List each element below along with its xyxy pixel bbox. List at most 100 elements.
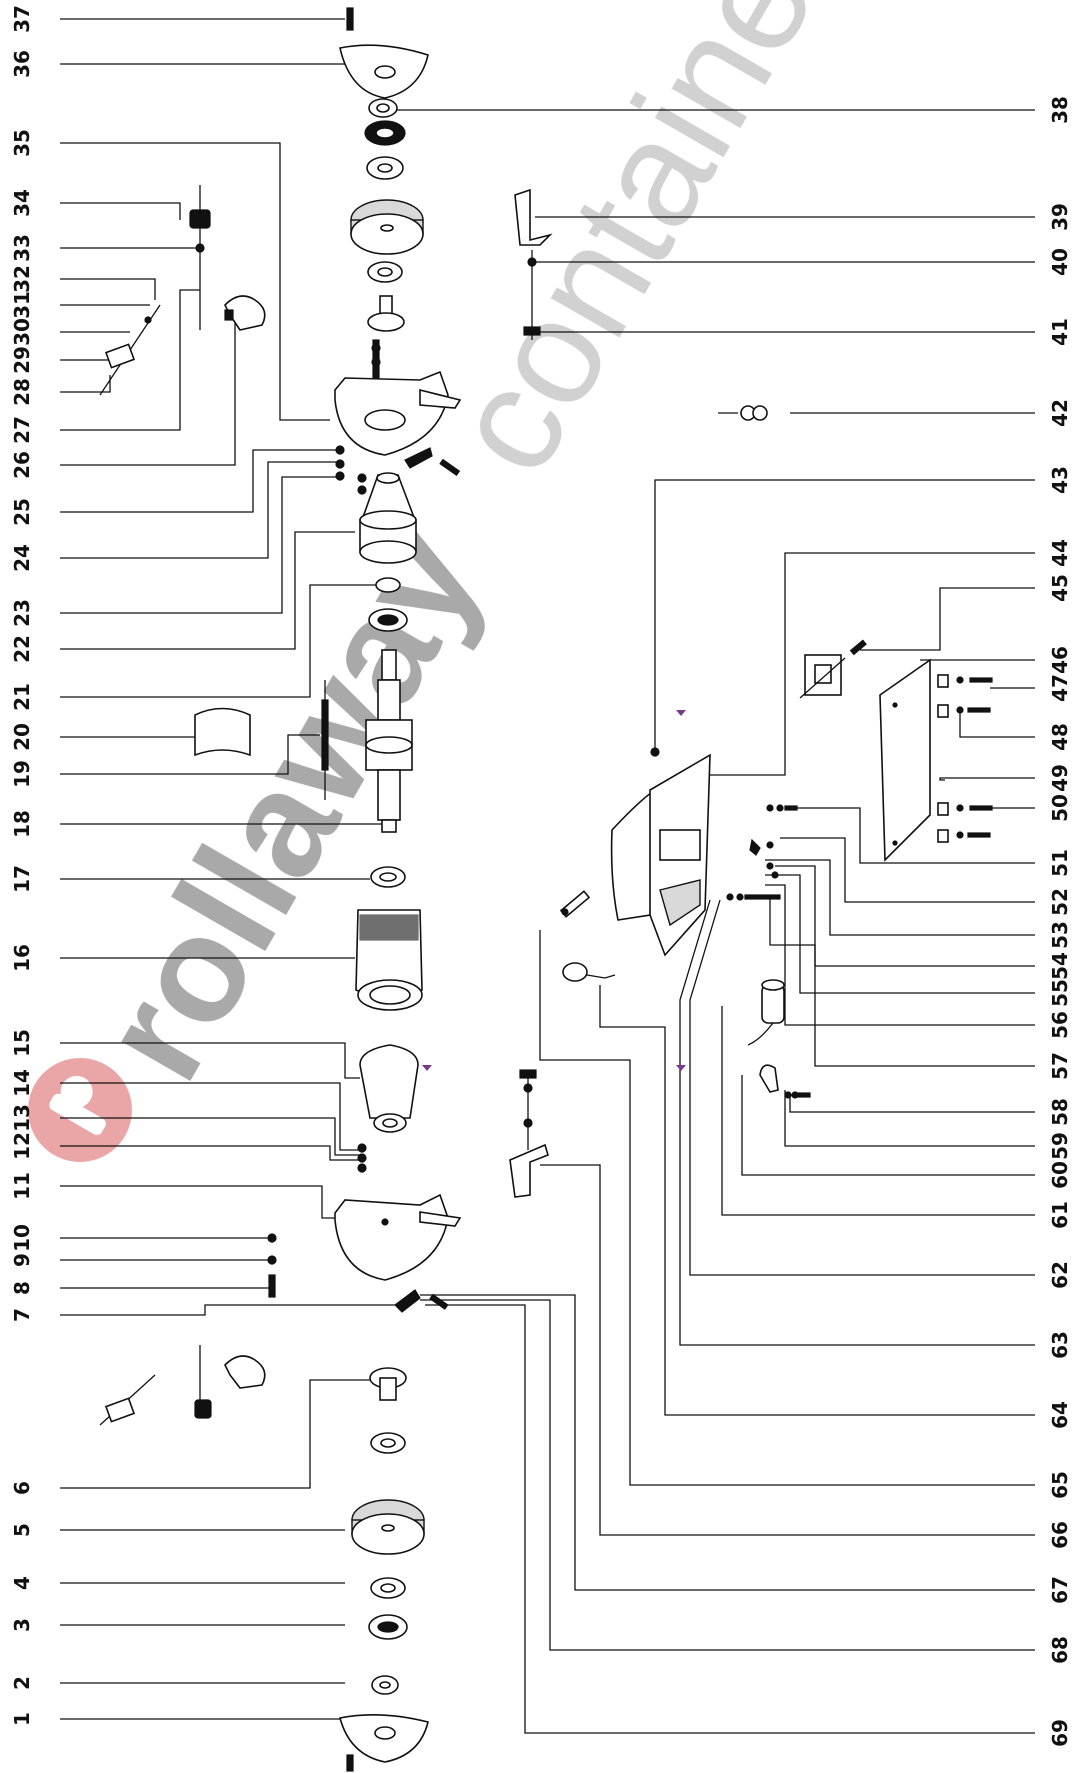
- pin-icon: [371, 339, 381, 381]
- callout-number-60: 60: [1048, 1161, 1072, 1189]
- callout-number-21: 21: [10, 683, 34, 711]
- right-callout-labels: 3839404142434445464748495051525354555657…: [1048, 96, 1072, 1747]
- callout-number-53: 53: [1048, 921, 1072, 949]
- wire-screws-icon: [726, 804, 798, 901]
- callout-number-63: 63: [1048, 1331, 1072, 1359]
- callout-number-67: 67: [1048, 1576, 1072, 1604]
- callout-number-69: 69: [1048, 1719, 1072, 1747]
- callout-number-43: 43: [1048, 466, 1072, 494]
- callout-number-25: 25: [10, 498, 34, 526]
- left-callout-labels: 3736353433323130292827262524232221201918…: [10, 5, 34, 1726]
- callout-number-11: 11: [10, 1172, 34, 1200]
- cable-gland-icon: [559, 890, 591, 918]
- callout-number-6: 6: [10, 1481, 34, 1495]
- washer-icon: [370, 1577, 406, 1599]
- callout-number-48: 48: [1048, 723, 1072, 751]
- right-leader-lines: [395, 109, 1035, 1734]
- watermark-logo-icon: [28, 1058, 132, 1162]
- callout-number-28: 28: [10, 378, 34, 406]
- junction-box-icon: [610, 747, 711, 957]
- callout-number-2: 2: [10, 1676, 34, 1690]
- upper-assembly: [267, 7, 462, 1772]
- spare-spring-clip-icon: [99, 1374, 156, 1426]
- callout-number-68: 68: [1048, 1636, 1072, 1664]
- angle-bracket-icon: [509, 1143, 549, 1198]
- spare-brush-holder-icon: [194, 1345, 266, 1419]
- left-side-parts: [99, 185, 329, 1426]
- callout-number-14: 14: [10, 1069, 34, 1097]
- callout-number-10: 10: [10, 1224, 34, 1252]
- callout-number-45: 45: [1048, 574, 1072, 602]
- callout-number-5: 5: [10, 1523, 34, 1537]
- callout-number-62: 62: [1048, 1261, 1072, 1289]
- terminal-screws-icon: [937, 674, 993, 843]
- callout-number-50: 50: [1048, 794, 1072, 822]
- end-bell-icon: [359, 472, 417, 564]
- brake-disc-icon: [350, 199, 424, 255]
- callout-number-31: 31: [10, 291, 34, 319]
- callout-number-22: 22: [10, 635, 34, 663]
- lower-housing-cap-icon: [334, 1193, 462, 1281]
- callout-number-1: 1: [10, 1712, 34, 1726]
- screw-icon: [523, 250, 541, 340]
- cover-plate-icon: [879, 658, 931, 862]
- insulator-icon: [194, 707, 251, 757]
- lower-end-bell-icon: [359, 1044, 419, 1133]
- callout-number-34: 34: [10, 189, 34, 217]
- watermark-brand-bold: rollaway: [67, 502, 513, 1106]
- switch-icon: [799, 654, 846, 699]
- left-leader-lines: [60, 18, 395, 1720]
- bottom-cap-icon: [339, 1714, 429, 1763]
- callout-number-58: 58: [1048, 1098, 1072, 1126]
- callout-number-44: 44: [1048, 539, 1072, 567]
- callout-number-65: 65: [1048, 1471, 1072, 1499]
- watermark: rollaway container.com: [28, 0, 1030, 1162]
- callout-number-32: 32: [10, 265, 34, 293]
- washer-icon: [370, 1432, 406, 1454]
- callout-number-17: 17: [10, 865, 34, 893]
- capacitor-icon: [747, 979, 785, 1046]
- callout-number-66: 66: [1048, 1521, 1072, 1549]
- callout-number-15: 15: [10, 1029, 34, 1057]
- screw-icon: [849, 639, 867, 656]
- callout-number-12: 12: [10, 1132, 34, 1160]
- callout-number-46: 46: [1048, 646, 1072, 674]
- callout-number-20: 20: [10, 723, 34, 751]
- pin-icon: [321, 680, 329, 800]
- callout-number-30: 30: [10, 318, 34, 346]
- upper-housing-cap-icon: [334, 370, 462, 456]
- bearing-icon: [370, 866, 406, 888]
- callout-number-33: 33: [10, 234, 34, 262]
- brake-disc-icon: [351, 1499, 425, 1555]
- callout-number-4: 4: [10, 1576, 34, 1590]
- callout-number-47: 47: [1048, 674, 1072, 702]
- marker-icon: [422, 710, 686, 1071]
- stator-icon: [355, 909, 423, 1011]
- lower-coupler-icon: [369, 1367, 407, 1401]
- nut-icon: [368, 98, 398, 118]
- callout-number-38: 38: [1048, 96, 1072, 124]
- callout-number-24: 24: [10, 544, 34, 572]
- bearing-icon: [364, 120, 406, 146]
- rotor-shaft-icon: [365, 649, 413, 833]
- callout-number-27: 27: [10, 416, 34, 444]
- callout-number-35: 35: [10, 129, 34, 157]
- callout-number-39: 39: [1048, 203, 1072, 231]
- callout-number-64: 64: [1048, 1401, 1072, 1429]
- angle-bracket-icon: [514, 188, 553, 246]
- bearing-icon: [368, 1614, 408, 1640]
- callout-number-42: 42: [1048, 399, 1072, 427]
- callout-number-9: 9: [10, 1253, 34, 1267]
- callout-number-36: 36: [10, 50, 34, 78]
- snap-ring-icon: [375, 577, 401, 593]
- callout-number-7: 7: [10, 1308, 34, 1322]
- screw-icon: [346, 7, 354, 31]
- callout-number-55: 55: [1048, 979, 1072, 1007]
- callout-number-23: 23: [10, 599, 34, 627]
- callout-number-54: 54: [1048, 952, 1072, 980]
- washer-icon: [367, 261, 403, 283]
- callout-number-40: 40: [1048, 248, 1072, 276]
- nut-icon: [371, 1675, 399, 1695]
- capacitor-clamp-icon: [759, 1064, 811, 1099]
- callout-number-56: 56: [1048, 1011, 1072, 1039]
